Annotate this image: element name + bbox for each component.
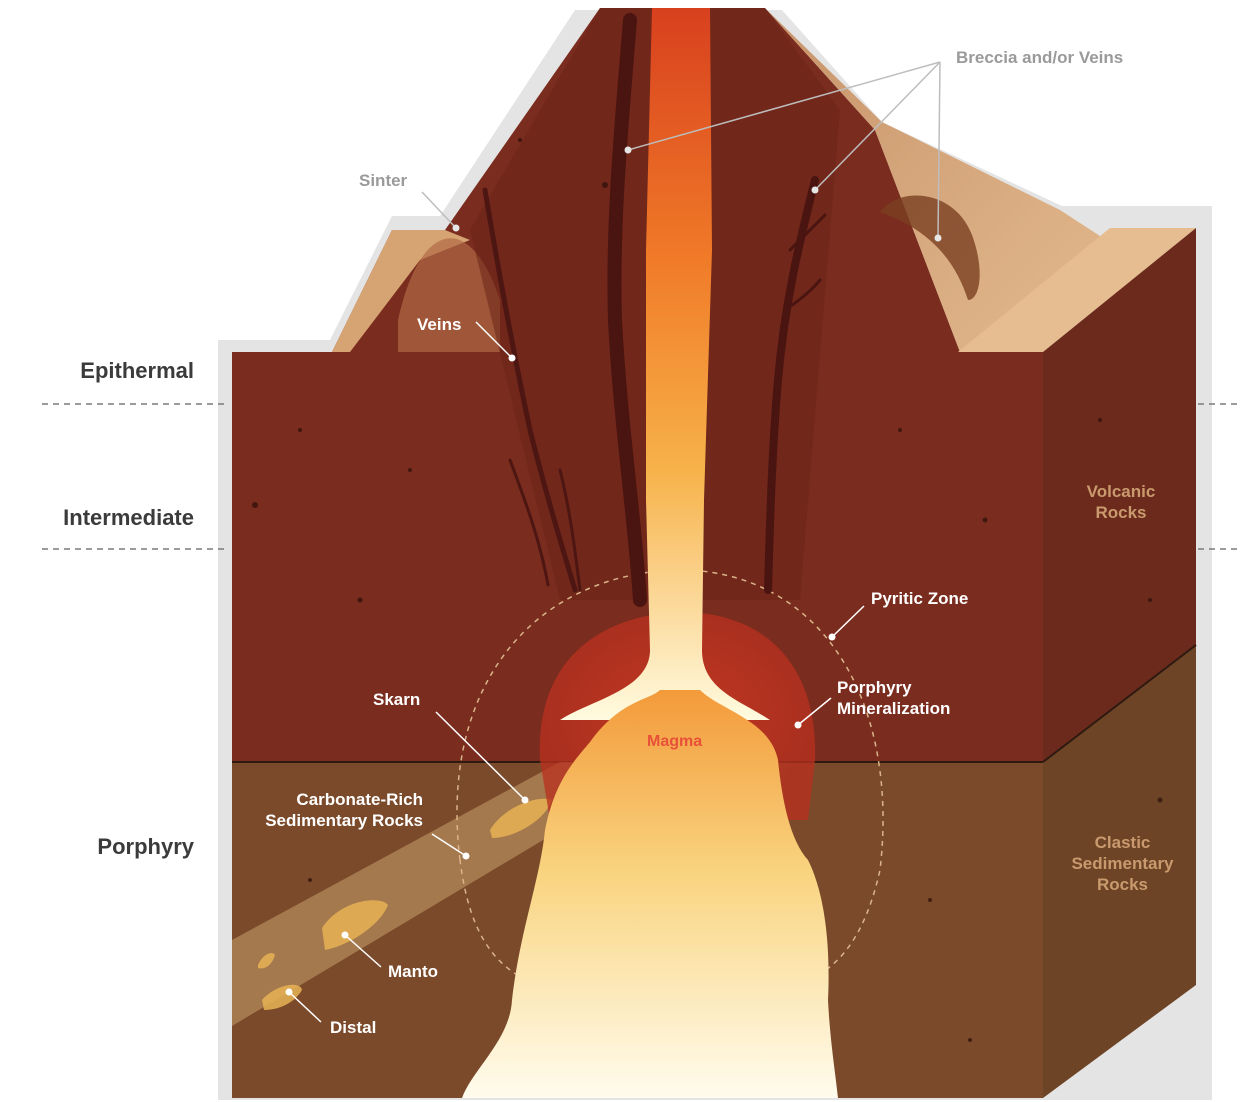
label-clastic-sedimentary: Clastic Sedimentary Rocks bbox=[1060, 832, 1185, 895]
zone-label-intermediate: Intermediate bbox=[63, 505, 194, 531]
label-volcanic-line-2: Rocks bbox=[1070, 502, 1172, 523]
label-carbonate-line-2: Sedimentary Rocks bbox=[238, 810, 423, 831]
label-clastic-line-3: Rocks bbox=[1060, 874, 1185, 895]
label-veins: Veins bbox=[417, 314, 461, 335]
label-breccia-veins: Breccia and/or Veins bbox=[956, 47, 1123, 68]
label-distal: Distal bbox=[330, 1017, 376, 1038]
label-carbonate-line-1: Carbonate-Rich bbox=[238, 789, 423, 810]
label-clastic-line-2: Sedimentary bbox=[1060, 853, 1185, 874]
label-porphyry-mineralization: Porphyry Mineralization bbox=[837, 677, 950, 719]
zone-label-epithermal: Epithermal bbox=[80, 358, 194, 384]
label-manto: Manto bbox=[388, 961, 438, 982]
zone-label-porphyry: Porphyry bbox=[97, 834, 194, 860]
label-skarn: Skarn bbox=[373, 689, 420, 710]
label-volcanic-rocks: Volcanic Rocks bbox=[1070, 481, 1172, 523]
label-pyritic-zone: Pyritic Zone bbox=[871, 588, 968, 609]
label-volcanic-line-1: Volcanic bbox=[1070, 481, 1172, 502]
label-magma: Magma bbox=[647, 731, 702, 752]
label-carbonate-rich: Carbonate-Rich Sedimentary Rocks bbox=[238, 789, 423, 831]
label-porphyry-line-2: Mineralization bbox=[837, 698, 950, 719]
label-clastic-line-1: Clastic bbox=[1060, 832, 1185, 853]
label-porphyry-line-1: Porphyry bbox=[837, 677, 950, 698]
label-sinter: Sinter bbox=[359, 170, 407, 191]
